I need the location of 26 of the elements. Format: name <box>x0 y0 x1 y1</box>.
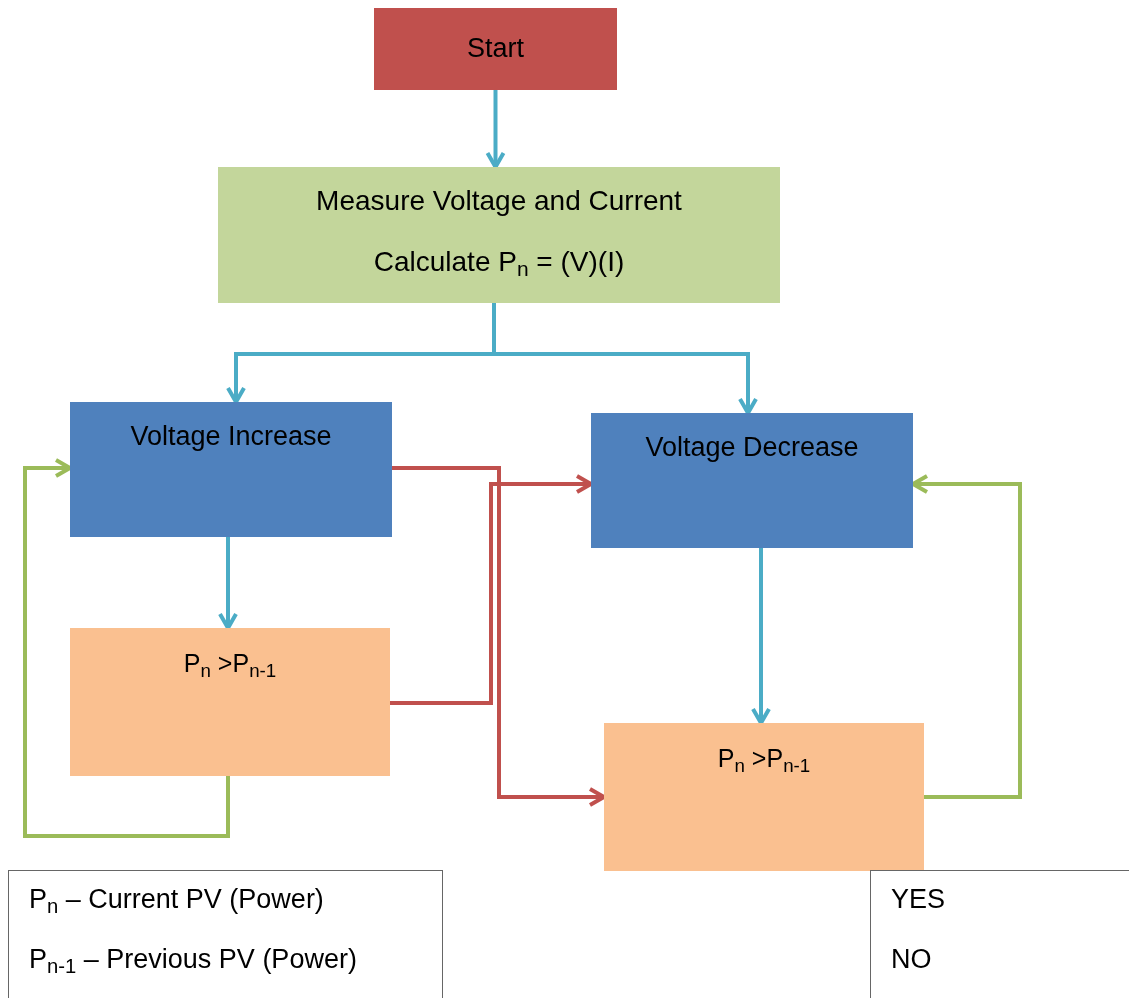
arrow <box>392 466 606 807</box>
process-box <box>70 402 392 537</box>
key-box <box>870 870 1129 998</box>
node-text: Measure Voltage and Current <box>316 184 682 218</box>
node-text: Start <box>467 32 524 66</box>
arrow <box>218 537 238 630</box>
decision-box <box>70 628 390 776</box>
node-text: Calculate P$_{n}$ = (V)(I) <box>373 245 625 279</box>
arrow <box>751 548 771 725</box>
process-box <box>591 413 913 548</box>
arrow <box>390 474 593 705</box>
node-text: P$_{n-1}$ – Previous PV (Power) <box>29 942 358 977</box>
node-text: P$_{n}$ >P$_{n-1}$ <box>717 743 811 775</box>
decision-box <box>604 723 924 871</box>
arrow <box>485 90 506 169</box>
key-box <box>8 870 443 998</box>
arrow <box>23 458 230 838</box>
node-text: YES <box>891 883 947 916</box>
node-text: NO <box>891 942 933 976</box>
node-text: P$_{n}$ >P$_{n-1}$ <box>183 648 277 680</box>
node-text: P$_{n}$ – Current PV (Power) <box>29 883 325 917</box>
process-box <box>218 167 780 303</box>
node-text: Voltage Decrease <box>645 431 859 464</box>
arrow <box>492 303 758 415</box>
start-box <box>374 8 617 90</box>
node-text: Voltage Increase <box>130 420 332 453</box>
